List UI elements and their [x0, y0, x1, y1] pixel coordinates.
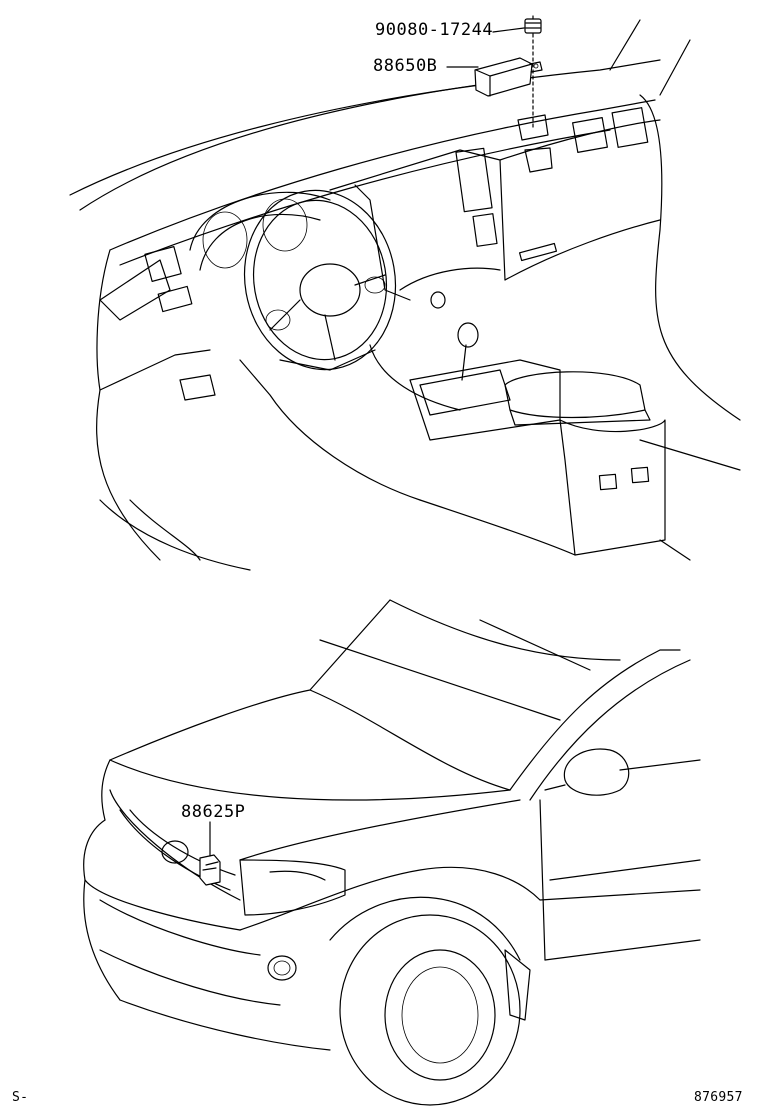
- receiver-part-number: 88650B: [373, 56, 438, 76]
- illustration-id: 876957: [694, 1090, 743, 1105]
- sensor-part-number: 88625P: [181, 802, 246, 822]
- bolt-part-drawing: [524, 15, 542, 129]
- bolt-leader-line: [492, 27, 525, 33]
- receiver-part-drawing: [474, 57, 543, 97]
- footer-left-code: S-: [12, 1090, 29, 1105]
- bolt-part-number: 90080-17244: [375, 20, 494, 40]
- dashboard-interior-drawing: [69, 19, 741, 571]
- truck-exterior-drawing: [83, 599, 701, 1106]
- sensor-part-drawing: [199, 854, 221, 886]
